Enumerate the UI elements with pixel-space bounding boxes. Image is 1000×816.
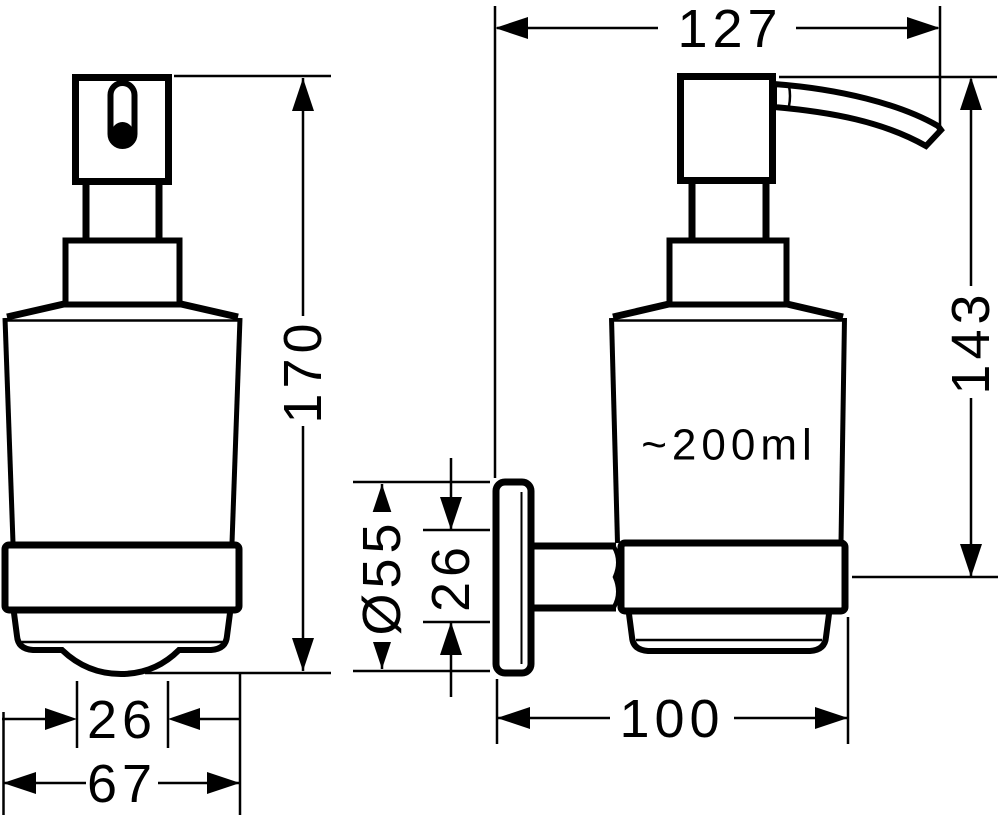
side-shoulder-right <box>786 300 844 321</box>
arrow-right-icon <box>907 17 940 39</box>
arrow-down-icon <box>292 638 314 671</box>
dimension-26-bottom: 26 <box>2 690 240 750</box>
dim-text-127: 127 <box>677 0 782 59</box>
side-body-right-edge <box>838 317 847 544</box>
side-wall-plate <box>492 478 535 677</box>
front-shoulder-right <box>180 300 239 321</box>
front-shoulder-left <box>6 300 65 321</box>
dimension-143: 143 <box>941 77 1000 577</box>
side-glass-bottom <box>626 613 832 654</box>
dim-text-143: 143 <box>941 289 1000 394</box>
arrow-left-icon <box>3 772 36 794</box>
front-glass-bottom <box>11 612 233 678</box>
side-shoulder-left <box>612 300 670 321</box>
front-body-right-edge <box>229 317 243 544</box>
front-view <box>1 74 243 678</box>
arrow-down-icon <box>440 497 462 530</box>
side-spout-joint-line <box>787 85 792 107</box>
arrow-down-icon <box>960 544 982 577</box>
arrow-left-icon <box>497 707 530 729</box>
side-body-left-edge <box>609 317 620 544</box>
front-pump-slot-dot-icon <box>111 122 134 144</box>
dim-text-diameter-55: Ø55 <box>352 518 412 635</box>
dim-text-26-side: 26 <box>421 542 481 612</box>
arrow-up-icon <box>371 484 393 517</box>
side-arm-ring-fillet <box>612 545 621 609</box>
arrow-left-icon <box>495 17 528 39</box>
arrow-up-icon <box>960 77 982 110</box>
arrow-up-icon <box>292 78 314 111</box>
side-pump-head <box>677 73 776 184</box>
dimension-67: 67 <box>3 754 240 814</box>
front-collar <box>62 237 183 308</box>
arrow-right-icon <box>45 708 77 730</box>
side-holder-ring <box>617 539 849 615</box>
side-view: ~200ml <box>492 73 945 677</box>
side-collar <box>666 237 790 308</box>
dim-text-26-bottom: 26 <box>87 690 157 750</box>
dimension-100: 100 <box>497 689 848 749</box>
arrow-right-icon <box>207 772 240 794</box>
arrow-down-icon <box>371 636 393 669</box>
dimension-dia55: Ø55 <box>352 484 412 669</box>
dim-text-100: 100 <box>619 689 724 749</box>
front-holder-ring <box>1 541 243 614</box>
arrow-left-icon <box>168 708 200 730</box>
arrow-right-icon <box>815 707 848 729</box>
dimension-170: 170 <box>273 78 333 671</box>
dimension-127: 127 <box>495 0 940 59</box>
arrow-up-icon <box>440 622 462 655</box>
dimension-26-side: 26 <box>421 458 481 697</box>
dim-text-170: 170 <box>273 318 333 423</box>
dim-text-67: 67 <box>87 754 157 814</box>
side-pump-spout <box>771 80 945 150</box>
front-body-left-edge <box>2 317 16 544</box>
capacity-label: ~200ml <box>641 421 817 470</box>
